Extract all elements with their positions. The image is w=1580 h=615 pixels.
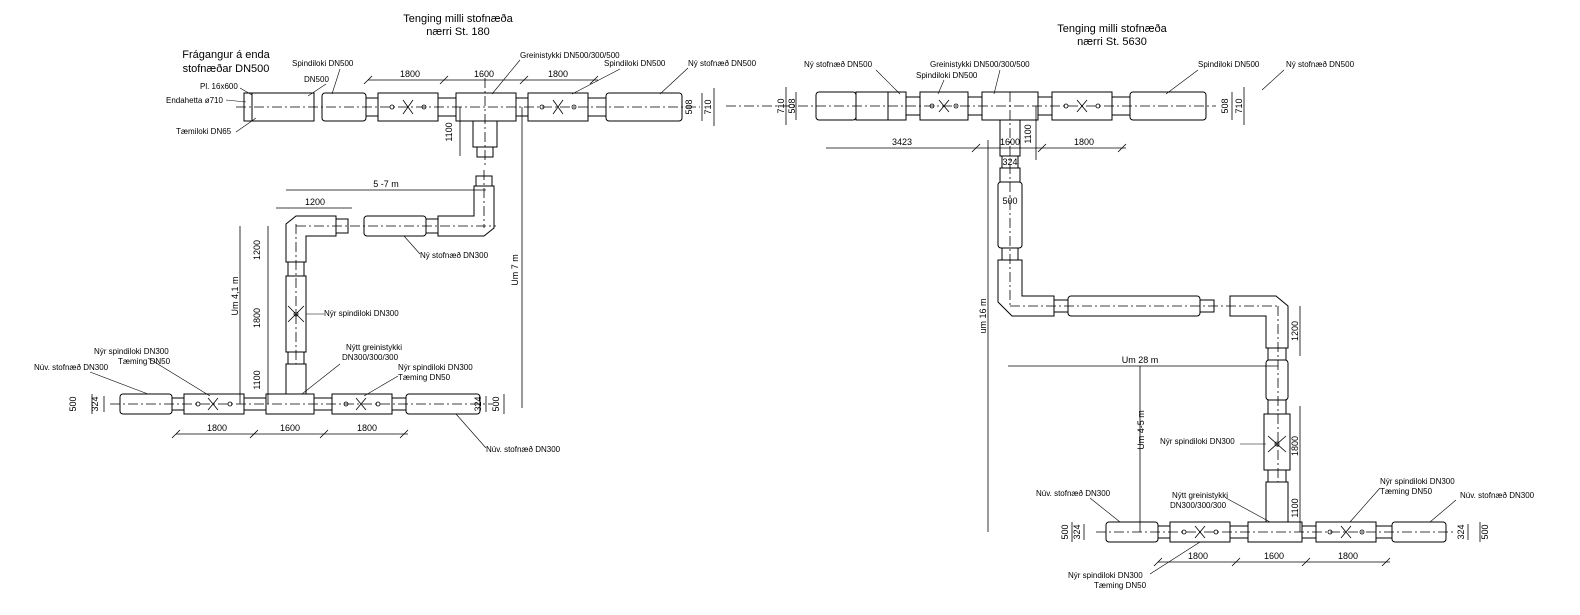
- left-assembly: Tenging milli stofnæða nærri St. 180 Frá…: [34, 13, 757, 454]
- label-taemiloki: Tæmiloki DN65: [176, 127, 232, 136]
- label-r-taeming-bottom: Tæming DN50: [1094, 581, 1147, 590]
- dim-500-left: 500: [68, 396, 78, 411]
- dim-r-500-left: 500: [1060, 524, 1070, 539]
- label-r-nyr-spindiloki-right: Nýr spindiloki DN300: [1380, 477, 1455, 486]
- dim-1200-horizontal: 1200: [305, 197, 325, 207]
- left-dimensions: 1800 1600 1800 508 710 1100 5 -7 m 1200 …: [68, 69, 715, 439]
- label-spindiloki-right: Spindiloki DN500: [604, 59, 666, 68]
- dim-r-1200: 1200: [1290, 321, 1300, 341]
- dim-um-7m: Um 7 m: [510, 254, 520, 286]
- dim-r-um-28m: Um 28 m: [1122, 355, 1159, 365]
- label-spindiloki-left: Spindiloki DN500: [292, 59, 354, 68]
- dim-r-um-4-5m: Um 4-5 m: [1136, 410, 1146, 450]
- dim-r-710-left: 710: [776, 98, 786, 113]
- label-nyr-spindiloki-right: Nýr spindiloki DN300: [398, 363, 473, 372]
- right-branch-loop: [997, 92, 1291, 538]
- label-r-nyr-spindiloki: Nýr spindiloki DN300: [1160, 437, 1235, 446]
- dim-324-right: 324: [473, 396, 483, 411]
- dim-5-7m: 5 -7 m: [373, 179, 399, 189]
- label-pl: Pl. 16x600: [200, 82, 238, 91]
- dim-top-1800b: 1800: [548, 69, 568, 79]
- end-title-line2: stofnæðar DN500: [183, 63, 270, 75]
- dim-um-4-1m: Um 4,1 m: [230, 276, 240, 315]
- right-labels: Ný stofnæð DN500 Greinistykki DN500/300/…: [804, 60, 1535, 590]
- label-ny-stofn-dn300: Ný stofnæð DN300: [420, 251, 489, 260]
- dim-r-710-right: 710: [1234, 98, 1244, 113]
- label-taeming-right: Tæming DN50: [398, 373, 451, 382]
- dim-324-left: 324: [90, 396, 100, 411]
- label-r-nytt-greinistykki-1: Nýtt greinistykki: [1172, 491, 1228, 500]
- dim-r-508-left: 508: [787, 98, 797, 113]
- dim-bottom-1800a: 1800: [207, 423, 227, 433]
- dim-r-bottom-1800a: 1800: [1188, 551, 1208, 561]
- label-greinistykki: Greinistykki DN500/300/500: [520, 51, 620, 60]
- left-bottom-pipe: [110, 363, 492, 415]
- dim-r-bottom-1800b: 1800: [1338, 551, 1358, 561]
- label-r-taeming-right: Tæming DN50: [1380, 487, 1433, 496]
- dim-r-1600: 1600: [1000, 137, 1020, 147]
- label-r-nytt-greinistykki-2: DN300/300/300: [1170, 501, 1227, 510]
- end-title-line1: Frágangur á enda: [182, 49, 270, 61]
- dim-500-right: 500: [491, 396, 501, 411]
- label-r-ny-stofn-right: Ný stofnæð DN500: [1286, 60, 1355, 69]
- left-main-pipe: [236, 78, 700, 165]
- right-assembly: Tenging milli stofnæða nærri St. 5630: [726, 23, 1535, 590]
- dim-1800-vertical: 1800: [252, 308, 262, 328]
- dim-710-left: 710: [703, 99, 713, 114]
- right-title-line1: Tenging milli stofnæða: [1057, 23, 1167, 35]
- dim-bottom-1600: 1600: [280, 423, 300, 433]
- dim-r-500: 500: [1002, 196, 1017, 206]
- label-r-spindiloki: Spindiloki DN500: [916, 71, 978, 80]
- dim-r-324-right: 324: [1456, 524, 1466, 539]
- left-upper-loop: [285, 170, 496, 396]
- label-endahetta: Endahetta ø710: [166, 96, 223, 105]
- right-main-pipe: [726, 91, 1216, 121]
- label-nytt-greinistykki-1: Nýtt greinistykki: [346, 343, 402, 352]
- label-taeming-left: Tæming DN50: [118, 357, 171, 366]
- label-nuv-stofn-right: Núv. stofnæð DN300: [486, 445, 561, 454]
- dim-r-1100: 1100: [1023, 124, 1033, 143]
- right-bottom-pipe: [1096, 481, 1456, 543]
- dim-r-um-16m: um 16 m: [978, 298, 988, 333]
- dim-bottom-1800b: 1800: [357, 423, 377, 433]
- dim-r-3423: 3423: [892, 137, 912, 147]
- dim-1100-bottom: 1100: [252, 370, 262, 389]
- dim-top-1600: 1600: [474, 69, 494, 79]
- dim-r-1800: 1800: [1074, 137, 1094, 147]
- right-dimensions: 710 508 508 710 3423 1600 1800 1100 324 …: [776, 87, 1490, 567]
- right-title-line2: nærri St. 5630: [1077, 36, 1147, 48]
- dim-r-324: 324: [1002, 157, 1017, 167]
- label-nyr-spindiloki: Nýr spindiloki DN300: [324, 309, 399, 318]
- label-r-ny-stofn-left: Ný stofnæð DN500: [804, 60, 873, 69]
- label-nytt-greinistykki-2: DN300/300/300: [342, 353, 399, 362]
- label-r-spindiloki-right: Spindiloki DN500: [1198, 60, 1260, 69]
- dim-508-left: 508: [684, 99, 694, 114]
- dim-r-500-right: 500: [1480, 524, 1490, 539]
- dim-1100-top: 1100: [444, 122, 454, 141]
- label-r-nyr-spindiloki-bottom: Nýr spindiloki DN300: [1068, 571, 1143, 580]
- label-dn500: DN500: [304, 75, 329, 84]
- label-r-nuv-stofn-right: Núv. stofnæð DN300: [1460, 491, 1535, 500]
- dim-r-1100-bottom: 1100: [1290, 498, 1300, 517]
- dim-r-1800-vertical: 1800: [1290, 436, 1300, 456]
- dim-r-324-left: 324: [1072, 524, 1082, 539]
- left-title-line1: Tenging milli stofnæða: [403, 13, 513, 25]
- label-r-greinistykki: Greinistykki DN500/300/500: [930, 60, 1030, 69]
- dim-1200-vertical: 1200: [252, 240, 262, 260]
- left-labels: Pl. 16x600 Endahetta ø710 Tæmiloki DN65 …: [34, 51, 757, 454]
- label-ny-stofn-dn500: Ný stofnæð DN500: [688, 59, 757, 68]
- dim-top-1800a: 1800: [400, 69, 420, 79]
- label-nyr-spindiloki-left: Nýr spindiloki DN300: [94, 347, 169, 356]
- label-nuv-stofn-left: Núv. stofnæð DN300: [34, 363, 109, 372]
- dim-r-508-right: 508: [1220, 98, 1230, 113]
- label-r-nuv-stofn-left: Núv. stofnæð DN300: [1036, 489, 1111, 498]
- left-title-line2: nærri St. 180: [426, 26, 490, 38]
- dim-r-bottom-1600: 1600: [1264, 551, 1284, 561]
